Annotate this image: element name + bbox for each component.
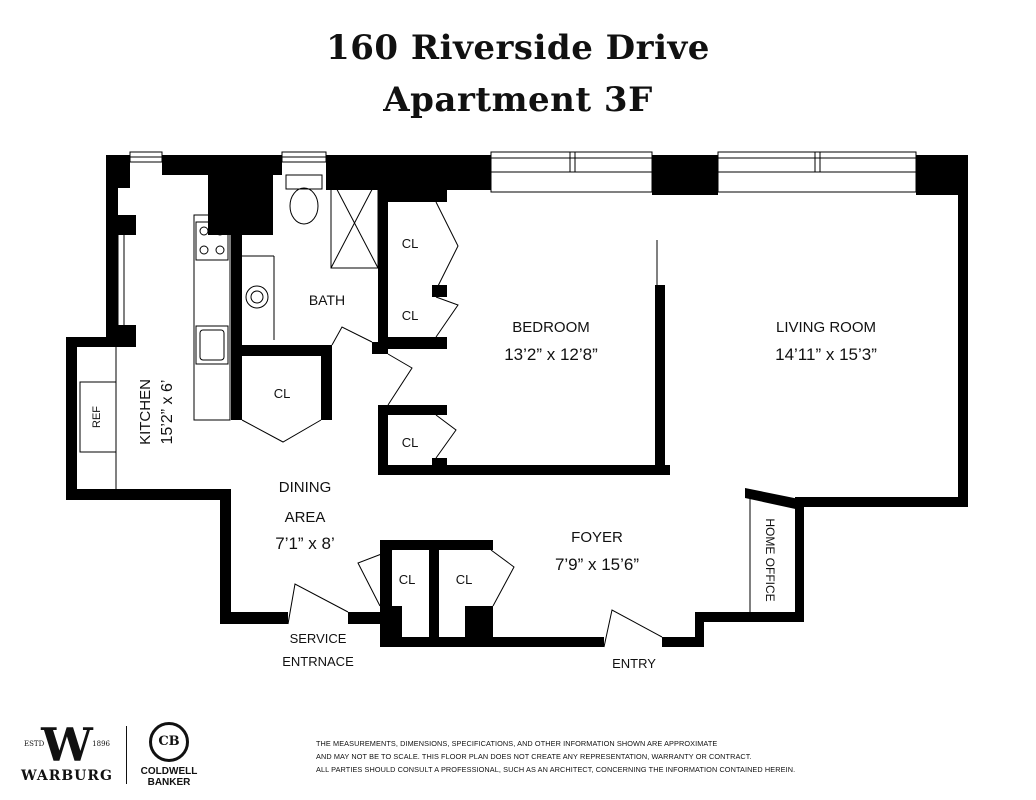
windows [117,151,917,325]
disclaimer-line-3: All parties should consult a professiona… [316,765,796,774]
coldwell-banker-line2: BANKER [147,777,191,788]
closet-label-bedroom-2: CL [402,308,419,323]
coldwell-banker-line1: COLDWELL [140,766,198,777]
living-room-size: 14’11” x 15’3” [775,345,877,364]
foyer-name: FOYER [571,529,623,546]
service-entrance-line1: SERVICE [290,631,347,646]
foyer-size: 7’9” x 15’6” [555,555,639,574]
logo-divider [126,726,127,784]
closet-label-bedroom-3: CL [402,435,419,450]
closet-label-kitchen: CL [274,386,291,401]
closet-label-foyer-1: CL [399,572,416,587]
closet-label-foyer-2: CL [456,572,473,587]
warburg-logo: ESTD W 1896 WARBURG [12,722,122,784]
shower-icon [330,177,379,269]
fixtures [79,174,379,489]
doors [241,201,751,648]
ref-label: REF [91,406,103,428]
warburg-estd-right: 1896 [92,740,110,748]
warburg-w-mark: W [41,718,93,772]
kitchen-sink-icon [195,325,229,365]
bath-sink-icon [245,285,269,309]
stove-icon [195,221,229,261]
room-labels: REF KITCHEN 15’2” x 6’ BATH CL CL CL CL … [91,236,877,671]
warburg-name: WARBURG [21,768,113,784]
disclaimer: The measurements, dimensions, specificat… [316,737,916,776]
warburg-estd-left: ESTD [24,740,45,748]
coldwell-banker-seal-icon: CB [149,722,189,762]
service-entrance-line2: ENTRNACE [282,654,354,669]
disclaimer-line-1: The measurements, dimensions, specificat… [316,739,718,748]
apartment-unit-title: Apartment 3F [383,80,653,120]
closet-label-bedroom-1: CL [402,236,419,251]
disclaimer-line-2: and may not be to scale. This floor plan… [316,752,752,761]
home-office-label: HOME OFFICE [763,518,777,601]
dining-name-line1: DINING [279,479,332,496]
listing-address-title: 160 Riverside Drive [326,28,710,68]
toilet-tank-icon [285,174,323,190]
bedroom-size: 13’2” x 12’8” [504,345,598,364]
entry-label: ENTRY [612,656,656,671]
kitchen-counter [193,214,231,421]
dining-name-line2: AREA [285,509,326,526]
kitchen-name: KITCHEN [137,379,154,445]
toilet-icon [289,187,319,225]
dining-size: 7’1” x 8’ [275,534,335,553]
bedroom-name: BEDROOM [512,319,590,336]
living-room-name: LIVING ROOM [776,319,876,336]
kitchen-size: 15’2” x 6’ [159,380,176,445]
walls [66,155,968,647]
bath-label: BATH [309,292,345,308]
coldwell-banker-logo: CB COLDWELL BANKER [134,722,204,788]
